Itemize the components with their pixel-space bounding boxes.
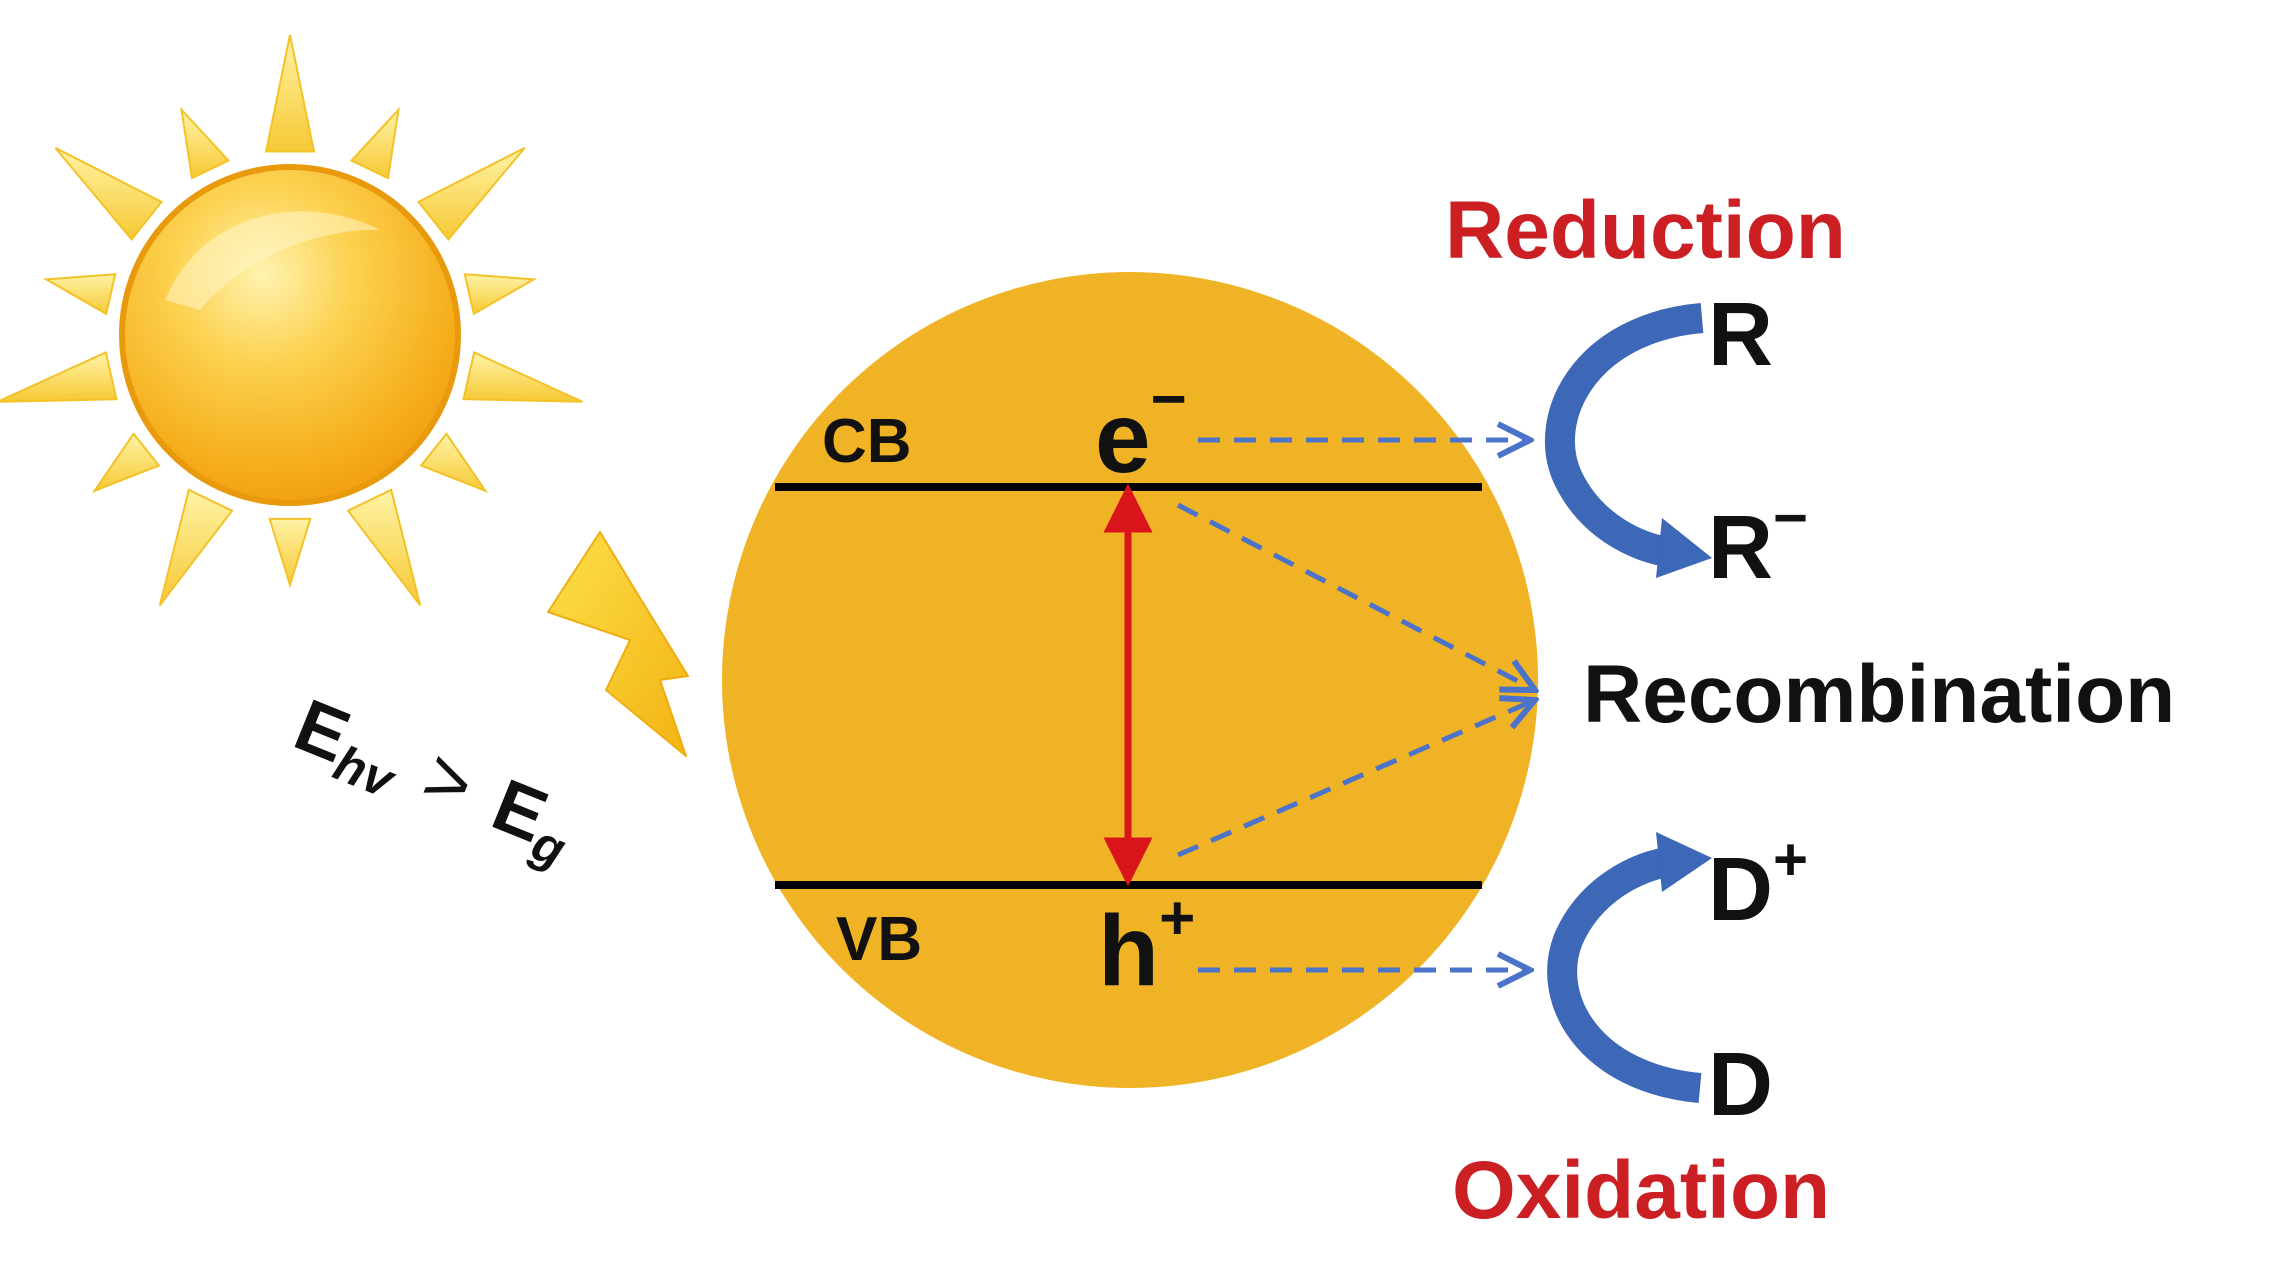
sun-ray [268, 517, 312, 589]
sun-ray [349, 106, 400, 180]
sun-ray [264, 34, 316, 153]
sun-icon [0, 34, 583, 606]
valence-band-label: VB [836, 905, 922, 974]
recombination-label: Recombination [1583, 649, 2175, 740]
reduction-label: Reduction [1445, 185, 1846, 276]
hole-recombination-path [1177, 700, 1535, 858]
sun-ray [158, 488, 234, 606]
reduction-curved-arrow [1544, 303, 1712, 578]
donor-after-label: D+ [1708, 826, 1808, 940]
lightning-bolt-icon [547, 531, 689, 757]
sun-ray [0, 351, 118, 403]
reductant-before-label: R [1708, 285, 1773, 385]
reductant-after-label: R− [1708, 484, 1808, 598]
hole-label: h+ [1098, 884, 1195, 1007]
sun-ray [346, 488, 422, 606]
electron-label: e− [1095, 365, 1187, 494]
sun-ray [42, 273, 117, 316]
oxidation-curved-arrow [1547, 832, 1712, 1103]
oxidation-label: Oxidation [1452, 1145, 1830, 1236]
greater-than-symbol: > [411, 731, 486, 830]
energy-condition: Ehv>Eg [281, 679, 589, 878]
sun-ray [419, 432, 489, 493]
sun-ray [462, 351, 583, 403]
sun-ray [463, 273, 538, 316]
sun-ray [91, 432, 161, 493]
electron-recombination-path [1176, 502, 1535, 690]
sun-ray [180, 106, 231, 180]
sun-rays [0, 34, 583, 606]
sun-shine [165, 211, 380, 310]
donor-before-label: D [1708, 1035, 1773, 1135]
svg-text:Ehv>Eg: Ehv>Eg [281, 679, 589, 878]
sun-ray [416, 147, 526, 241]
conduction-band-label: CB [822, 407, 912, 476]
sun-ray [54, 147, 164, 241]
